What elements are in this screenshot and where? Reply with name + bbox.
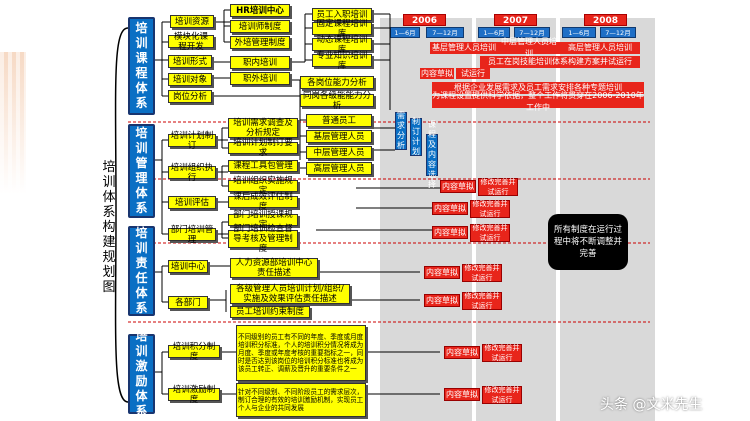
box-training-form: 培训形式 <box>168 55 212 68</box>
tag-revise-trial-6: 修改完善并试运行 <box>482 344 522 362</box>
tag-content-draft-4: 内容草拟 <box>424 266 460 279</box>
box-ordinary-staff: 普通员工 <box>306 114 372 127</box>
box-base-manager: 基层管理人员 <box>306 130 372 143</box>
year-2008: 2008 <box>584 14 627 26</box>
tag-revise-trial-2: 修改完善并试运行 <box>470 200 510 218</box>
box-fixed-course: 固定课程培训库 <box>312 19 372 39</box>
box-dept-teaching: 部门培训授课规定 <box>228 210 298 230</box>
box-capability-analysis: 各岗位能力分析 <box>300 76 374 89</box>
tag-content-draft-3: 内容草拟 <box>432 226 468 239</box>
box-hr-responsibility: 人力资源部培训中心责任描述 <box>230 258 318 278</box>
bar-post-skill-system: 员工在岗技能培训体系构建方案并试运行 <box>480 56 640 68</box>
bar-trial-run: 试运行 <box>456 68 490 79</box>
tag-revise-trial-4: 修改完善并试运行 <box>462 264 502 282</box>
incentive-system-box: 培训激励体系 <box>128 329 155 418</box>
box-org-implementation: 培训组织实施规定 <box>228 176 298 196</box>
box-staff-constraint: 员工培训约束制度 <box>230 306 310 318</box>
bar-base-manager-training: 基层管理人员培训 <box>430 42 498 54</box>
box-needs-survey: 培训需求调查及分析规定 <box>228 118 298 138</box>
box-dynamic-course: 动态课程培训库 <box>312 35 372 55</box>
box-needs-analysis: 需求分析 <box>395 111 407 150</box>
box-dept-management: 部门培训管理 <box>168 225 216 245</box>
tag-revise-trial-3: 修改完善并试运行 <box>470 224 510 242</box>
tag-content-draft-5: 内容草拟 <box>424 294 460 307</box>
box-departments: 各部门 <box>168 296 208 309</box>
box-plan-requirements: 培训计划制订要求 <box>228 138 298 158</box>
tag-revise-trial-1: 修改完善并试运行 <box>478 178 518 196</box>
half-2008-h2: 7—12月 <box>600 27 636 38</box>
box-evaluation: 培训评估 <box>168 196 216 209</box>
tag-content-draft-2: 内容草拟 <box>432 202 468 215</box>
box-trainers: 培训师制度 <box>230 20 290 33</box>
box-outside-mgmt: 外培管理制度 <box>230 36 290 49</box>
box-on-duty: 职内培训 <box>230 56 290 69</box>
box-reward-system: 培训激励制度 <box>168 385 220 405</box>
year-2006: 2006 <box>403 14 446 26</box>
box-mid-manager: 中层管理人员 <box>306 146 372 159</box>
box-points-system: 培训积分制度 <box>168 342 220 362</box>
box-dept-inspection: 部门培训检查督导考核及管理制度 <box>228 224 298 254</box>
management-system-box: 培训管理体系 <box>128 124 155 218</box>
course-system-box: 培训课程体系 <box>128 17 155 115</box>
box-course-toolkit: 课程工具包管理 <box>228 160 298 172</box>
box-post-analysis: 岗位分析 <box>168 90 212 103</box>
bar-mid-manager-training: 中层管理人员培训 <box>498 37 560 58</box>
tag-revise-trial-5: 修改完善并试运行 <box>462 292 502 310</box>
box-off-duty: 职外培训 <box>230 72 290 85</box>
box-reward-description: 针对不同级别、不同阶段员工的需求层次，制订合理的有效的培训激励机制，实现员工个人… <box>236 383 366 417</box>
year-2007: 2007 <box>494 14 537 26</box>
box-points-description: 不同级别的员工有不同的年度、季度或月度培训积分标准，个人的培训积分情况将成为月度… <box>236 325 366 381</box>
tag-content-draft-1: 内容草拟 <box>440 180 476 193</box>
tag-content-draft-6: 内容草拟 <box>444 346 480 359</box>
box-modular-course: 模块化课程开发 <box>168 32 214 52</box>
box-new-staff: 员工入职培训 <box>312 8 372 21</box>
box-expert-course: 专业知识培训库 <box>312 51 372 71</box>
tag-revise-trial-7: 修改完善并试运行 <box>482 386 522 404</box>
box-course-content: 课程及内容选择 <box>426 120 438 189</box>
box-dept-responsibility: 各级管理人员培训计划/组织/实施及效果评估责任描述 <box>230 284 350 304</box>
bar-special-training: 根据企业发展需求及员工需求安排各种专题培训 <box>432 82 644 94</box>
box-hr-center: HR培训中心 <box>230 4 290 17</box>
responsibility-system-box: 培训责任体系 <box>128 226 155 316</box>
tag-content-draft-7: 内容草拟 <box>444 388 480 401</box>
box-senior-manager: 高层管理人员 <box>306 162 372 175</box>
box-effect-evaluation: 课后成效评估制度 <box>228 192 298 212</box>
box-training-target: 培训对象 <box>168 73 212 86</box>
box-competency-model: 同岗各级能能力分析 <box>300 91 374 111</box>
page-title: 培训体系构建规划图 <box>102 160 116 295</box>
callout-continuous-improvement: 所有制度在运行过程中将不断调整并完善 <box>548 214 628 270</box>
half-2007-h2: 7—12月 <box>514 27 550 38</box>
bar-senior-manager-training: 高层管理人员培训 <box>560 42 640 54</box>
half-2008-h1: 1—6月 <box>562 27 596 38</box>
watermark: 头条 @文米先生 <box>600 397 703 413</box>
box-training-center: 培训中心 <box>168 260 208 273</box>
box-plan-making: 培训计划制订 <box>168 131 216 151</box>
half-2007-h1: 1—6月 <box>478 27 510 38</box>
bar-course-design-basis: 为课程设置提供科学依据，整个工作将贯穿在2006-2010年工作中 <box>432 91 644 112</box>
half-2006-h2: 7—12月 <box>426 27 464 38</box>
box-training-resources: 培训资源 <box>170 15 214 28</box>
box-org-exec: 培训组织执行 <box>168 163 216 183</box>
bar-content-draft: 内容草拟 <box>420 68 454 79</box>
box-make-plan: 制订计划 <box>410 117 422 156</box>
decorative-stripe-lines <box>0 52 26 194</box>
